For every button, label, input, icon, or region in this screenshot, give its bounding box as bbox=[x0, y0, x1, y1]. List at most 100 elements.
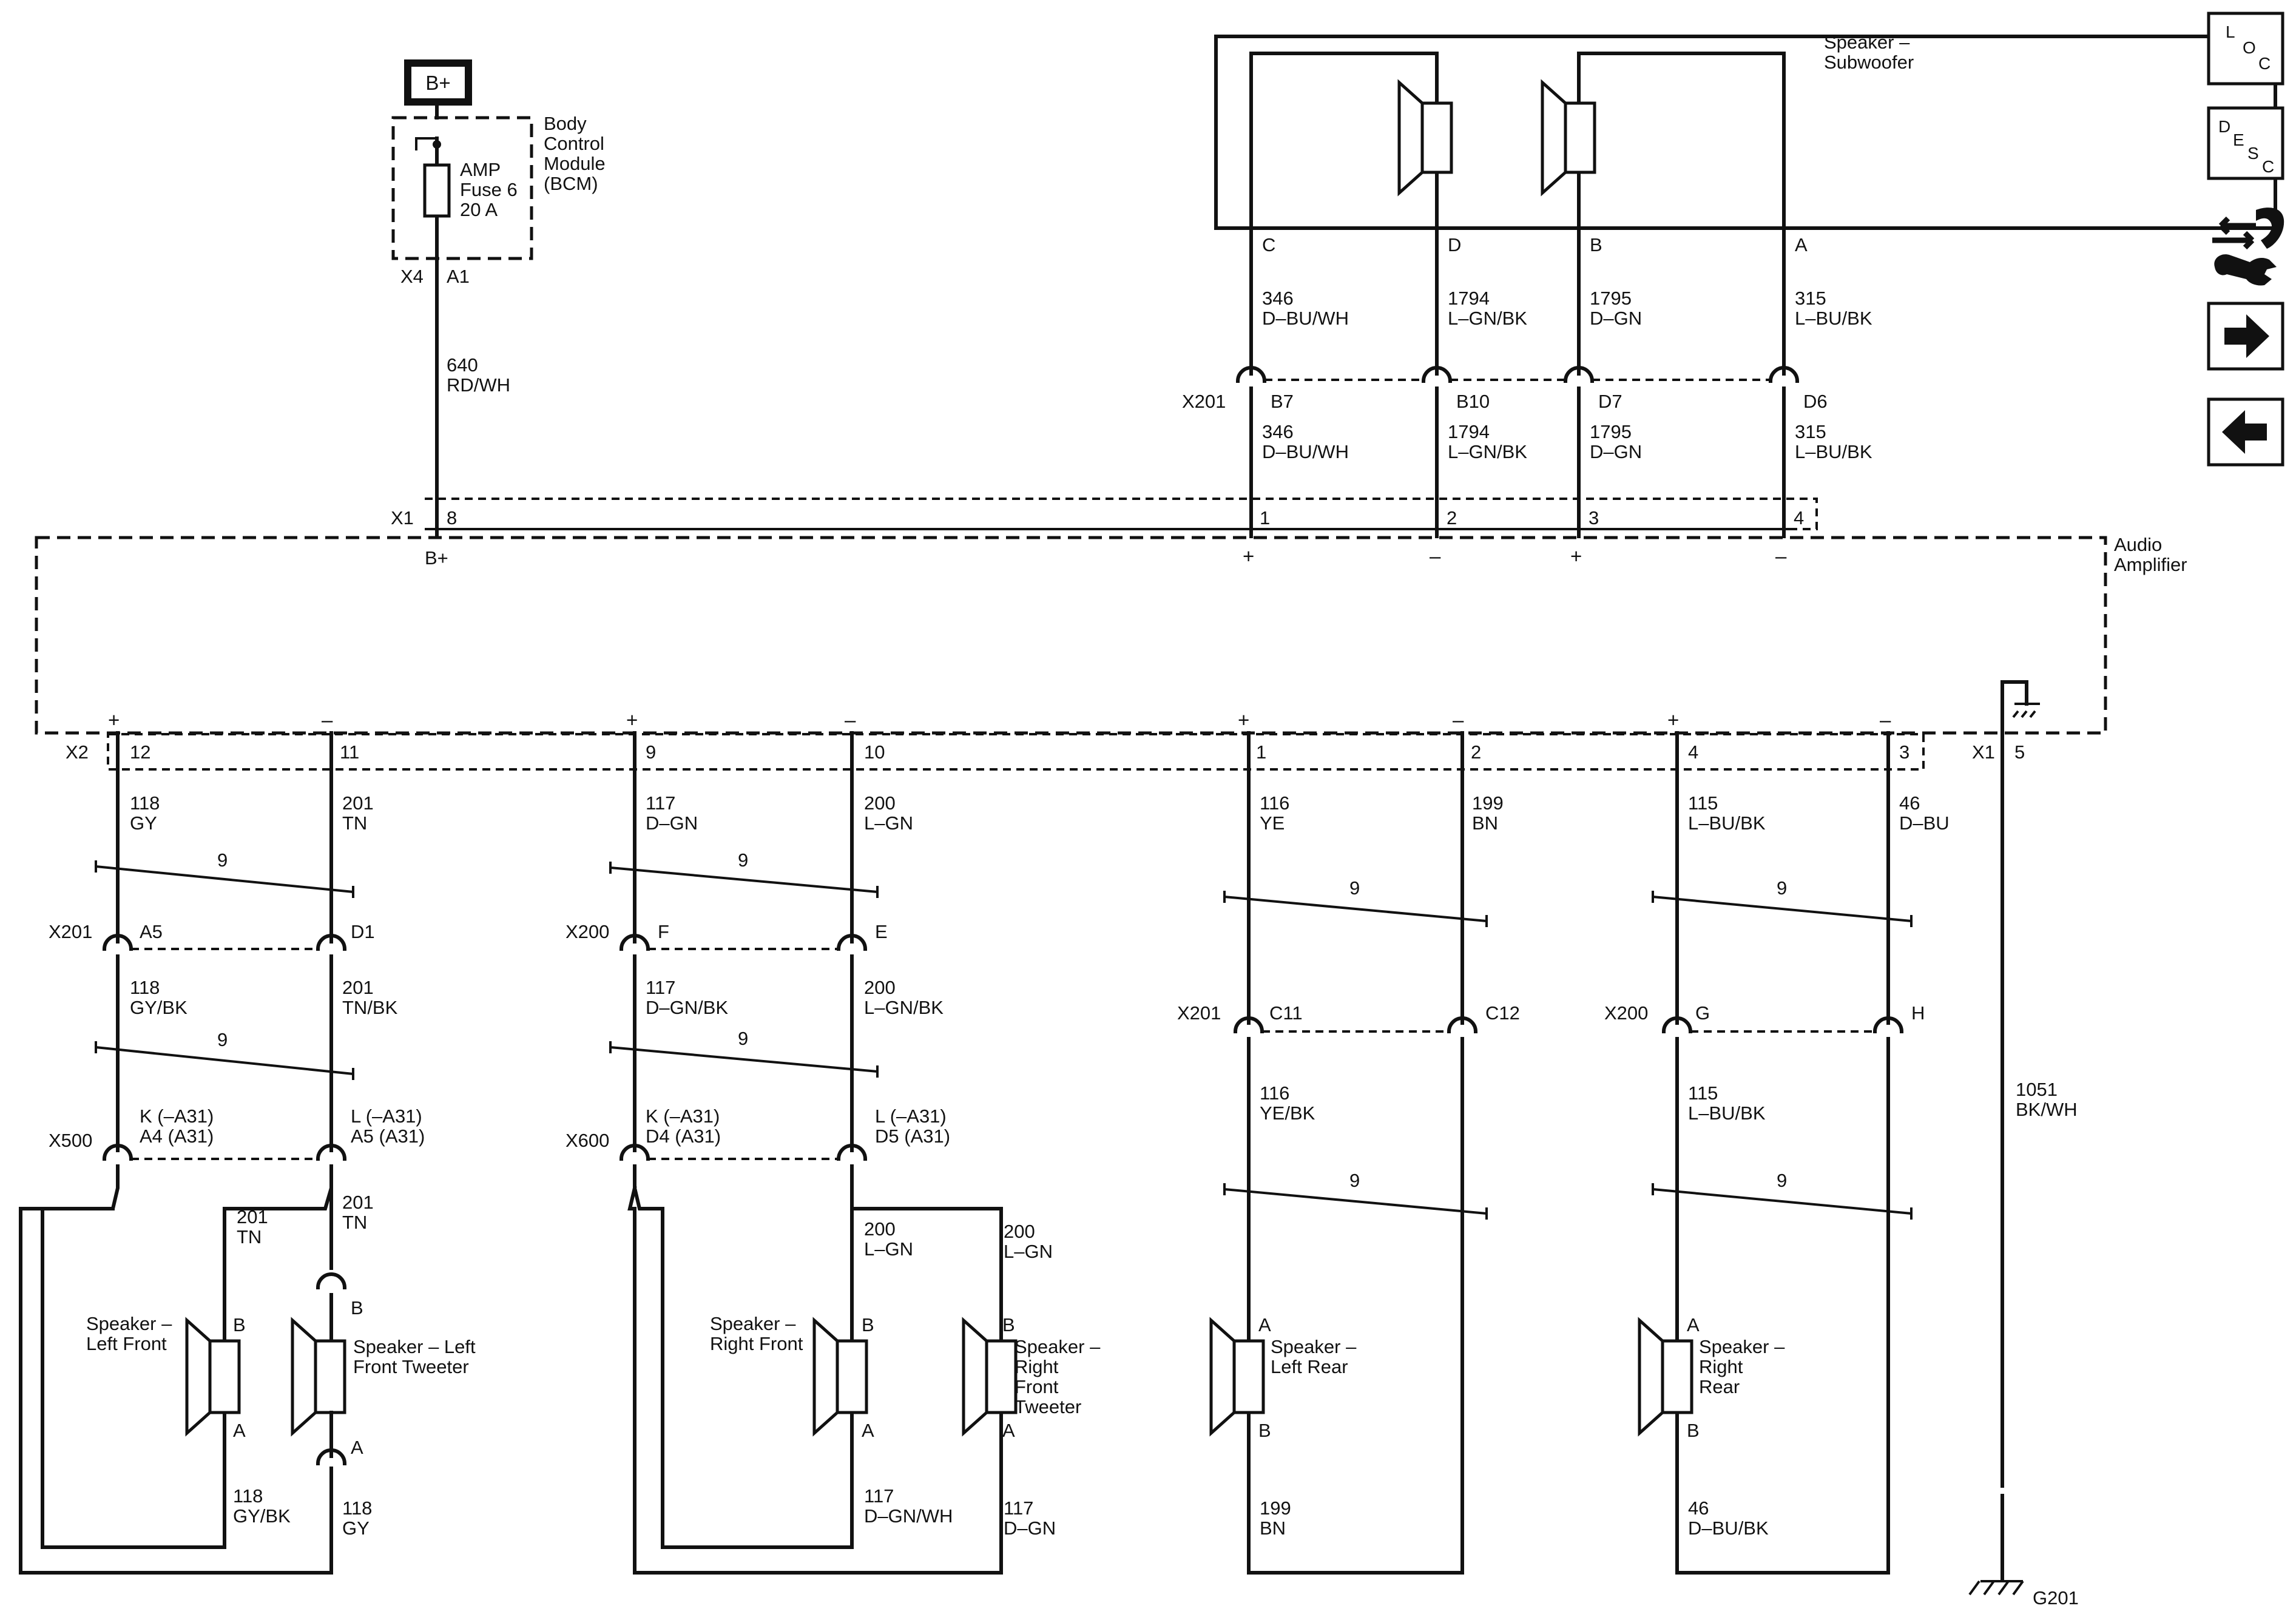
desc-button-frame bbox=[2207, 106, 2284, 180]
sub-pin-b: B bbox=[1590, 234, 1602, 255]
lr-conn-symbols bbox=[1233, 1016, 1478, 1034]
forward-button[interactable] bbox=[2207, 302, 2284, 371]
subwoofer-cone-1-icon bbox=[1397, 79, 1424, 197]
lf-speaker-cone-icon bbox=[185, 1317, 212, 1437]
x2-pin-12: 12 bbox=[130, 741, 150, 763]
loc-button[interactable]: L O C bbox=[2207, 12, 2284, 86]
rf-speaker-coil bbox=[836, 1339, 868, 1414]
amp-bot-pol-6: – bbox=[1453, 709, 1464, 731]
lf-conn2-name: X500 bbox=[49, 1130, 92, 1151]
lf-conn2-pin-k: K (–A31)A4 (A31) bbox=[140, 1106, 214, 1147]
x2-name: X2 bbox=[66, 741, 89, 763]
lr-conn-name: X201 bbox=[1177, 1002, 1221, 1024]
amp-ground-icon bbox=[2012, 703, 2040, 718]
wrench-icon bbox=[2214, 254, 2277, 286]
rf-conn1-symbols bbox=[619, 934, 868, 951]
amp-bot-pol-5: + bbox=[1238, 709, 1249, 731]
rf-conn2-pin-l: L (–A31)D5 (A31) bbox=[875, 1106, 950, 1147]
amp-bot-pol-7: + bbox=[1667, 709, 1679, 731]
sub-conn-pin-1: B7 bbox=[1271, 391, 1294, 412]
rf-twist-1-label: 9 bbox=[738, 849, 748, 871]
sub-wires-lower bbox=[1249, 387, 1786, 538]
lf-tweeter-cone-icon bbox=[291, 1317, 317, 1437]
connector-tool-icon[interactable] bbox=[2212, 208, 2284, 286]
lf-conn1-pin-a5: A5 bbox=[140, 921, 163, 942]
lf-conn1-name: X201 bbox=[49, 921, 92, 942]
arrow-right-icon bbox=[2224, 314, 2269, 358]
lf-wires-mid bbox=[116, 954, 333, 1152]
lr-twist-2-label: 9 bbox=[1349, 1170, 1360, 1191]
lf-wires-upper bbox=[116, 731, 333, 944]
rr-twist-2-label: 9 bbox=[1777, 1170, 1787, 1191]
x1-top-connector bbox=[425, 498, 1818, 530]
rf-conn2-pin-k: K (–A31)D4 (A31) bbox=[646, 1106, 721, 1147]
amp-bot-pol-8: – bbox=[1880, 709, 1891, 731]
g201-ground-icon bbox=[1968, 1580, 2024, 1596]
rr-wires-upper bbox=[1675, 731, 1890, 1025]
amp-top-pol-2: – bbox=[1430, 545, 1441, 567]
rf-conn1-pin-e: E bbox=[875, 921, 888, 942]
amp-top-pol-1: + bbox=[1243, 545, 1254, 567]
amp-top-pol-4: – bbox=[1775, 545, 1787, 567]
rf-conn1-name: X200 bbox=[566, 921, 609, 942]
desc-button[interactable]: D E S C bbox=[2207, 106, 2284, 180]
rf-speaker-cone-icon bbox=[812, 1317, 839, 1437]
lf-conn1-pin-d1: D1 bbox=[351, 921, 375, 942]
loc-letter-2: O bbox=[2243, 38, 2256, 57]
rr-conn-name: X200 bbox=[1604, 1002, 1648, 1024]
rf-tweeter-cone-icon bbox=[962, 1317, 988, 1437]
rf-conn2-name: X600 bbox=[566, 1130, 609, 1151]
rf-conn2-symbols bbox=[619, 1144, 868, 1161]
x2-x1-bottom-connector bbox=[107, 733, 1925, 771]
x1-bottom-pin-4: 4 bbox=[1688, 741, 1698, 763]
lr-conn-pin-c12: C12 bbox=[1485, 1002, 1520, 1024]
lr-twist-1 bbox=[1223, 891, 1488, 927]
rr-wires-lower bbox=[1675, 1037, 1890, 1575]
lf-tw-conn-b bbox=[316, 1272, 347, 1290]
x1-top-pin-3: 3 bbox=[1589, 507, 1599, 528]
lf-conn2-pin-l: L (–A31)A5 (A31) bbox=[351, 1106, 425, 1147]
lr-speaker-cone-icon bbox=[1209, 1317, 1236, 1437]
rf-spk-pin-b: B bbox=[862, 1314, 874, 1335]
ground-break-gap bbox=[1994, 1488, 2011, 1494]
amp-bot-pol-2: – bbox=[322, 709, 333, 731]
x1-bottom-pin-1: 1 bbox=[1256, 741, 1266, 763]
back-button[interactable] bbox=[2207, 397, 2284, 467]
x2-pin-9: 9 bbox=[646, 741, 656, 763]
loc-button-frame bbox=[2207, 12, 2284, 86]
lf-speaker-name: Speaker –Left Front bbox=[86, 1313, 172, 1354]
lf-twist-2 bbox=[95, 1041, 354, 1080]
sub-pin-d: D bbox=[1448, 234, 1461, 255]
lf-speaker-return bbox=[41, 1207, 226, 1549]
rf-wires-mid bbox=[633, 954, 854, 1152]
fuse-node bbox=[433, 140, 441, 149]
rr-conn-pin-h: H bbox=[1911, 1002, 1925, 1024]
fuse-icon bbox=[423, 163, 451, 218]
rf-tw-pin-b: B bbox=[1002, 1314, 1015, 1335]
amp-bot-pol-3: + bbox=[626, 709, 638, 731]
sub-wires-upper bbox=[1249, 226, 1786, 376]
subwoofer-coil-2 bbox=[1564, 101, 1596, 174]
rr-twist-1 bbox=[1652, 891, 1913, 927]
ground-internal bbox=[2001, 680, 2028, 735]
